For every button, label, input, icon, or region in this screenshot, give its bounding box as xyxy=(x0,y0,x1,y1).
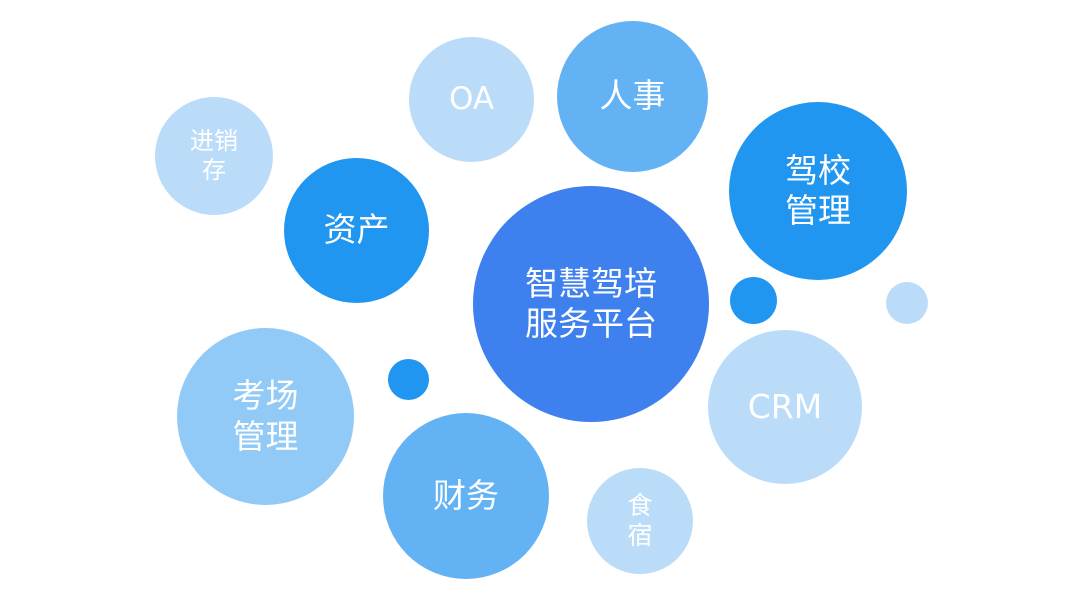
bubble-food-lodging: 食 宿 xyxy=(587,468,693,574)
bubble-exam-management: 考场 管理 xyxy=(177,328,354,505)
bubble-food-lodging-label: 食 宿 xyxy=(627,490,653,551)
bubble-inventory-label: 进销 存 xyxy=(190,126,238,184)
center-bubble-platform: 智慧驾培 服务平台 xyxy=(473,186,709,422)
decorative-dot-left xyxy=(388,359,429,400)
bubble-crm-label: CRM xyxy=(747,386,823,426)
bubble-asset-label: 资产 xyxy=(323,210,390,250)
bubble-school-management: 驾校 管理 xyxy=(729,102,907,280)
bubble-inventory: 进销 存 xyxy=(155,97,273,215)
bubble-finance: 财务 xyxy=(383,413,549,579)
bubble-asset: 资产 xyxy=(284,158,429,303)
bubble-oa: OA xyxy=(409,37,534,162)
decorative-dot-middle xyxy=(730,277,777,324)
bubble-school-management-label: 驾校 管理 xyxy=(785,150,851,230)
bubble-hr-label: 人事 xyxy=(599,76,666,116)
bubble-finance-label: 财务 xyxy=(433,475,499,515)
bubble-oa-label: OA xyxy=(448,80,495,117)
decorative-dot-right xyxy=(886,282,928,324)
bubble-hr: 人事 xyxy=(557,21,708,172)
bubble-exam-management-label: 考场 管理 xyxy=(232,376,299,456)
bubble-crm: CRM xyxy=(708,330,862,484)
center-bubble-label: 智慧驾培 服务平台 xyxy=(525,263,657,343)
